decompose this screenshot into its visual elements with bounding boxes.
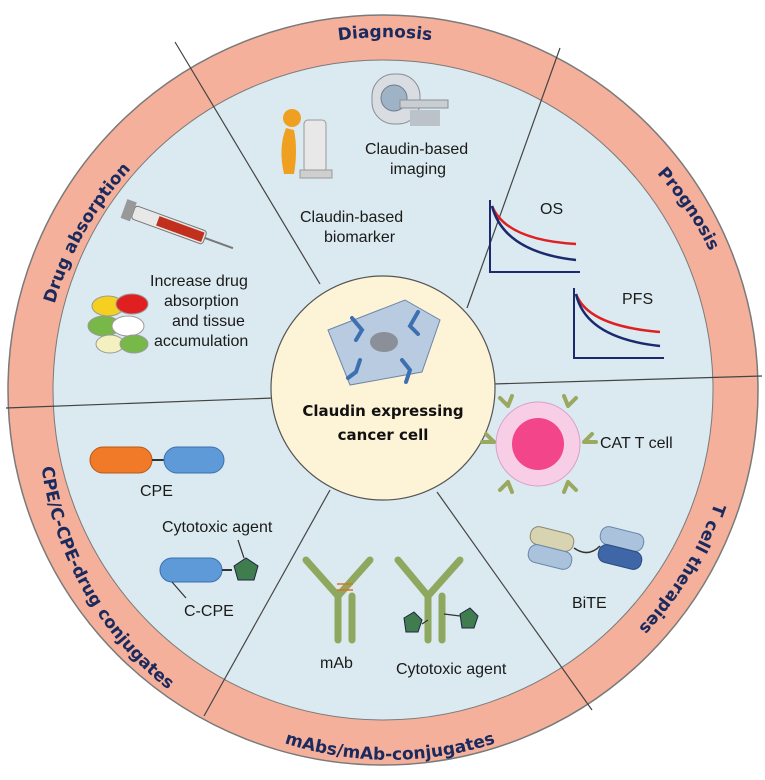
os-curve-chart: [489, 200, 580, 273]
biomarker-label-line2: biomarker: [324, 229, 396, 246]
absorption-label-line4: accumulation: [154, 333, 248, 350]
pills-icon: [87, 293, 149, 354]
center-circle: [270, 275, 496, 501]
mabs-cytotoxic-label: Cytotoxic agent: [396, 661, 507, 678]
mri-scanner-icon: [371, 73, 449, 126]
adc-payload-left-icon: [403, 611, 423, 633]
cat-t-cell-icon: [480, 394, 598, 494]
ring-title-diagnosis: Diagnosis: [337, 22, 434, 45]
adc-payload-right-icon: [459, 607, 479, 629]
watermark: 知乎 @淘药谷: [643, 737, 750, 757]
os-label: OS: [540, 201, 563, 218]
cpe-label: CPE: [140, 483, 173, 500]
imaging-label-line2: imaging: [390, 161, 446, 178]
bite-antibody-icon: [527, 526, 645, 570]
absorption-label-line2: absorption: [164, 293, 239, 310]
biomarker-label-line1: Claudin-based: [300, 209, 403, 226]
mab-hinge-icon: [337, 583, 353, 591]
syringe-icon: [120, 199, 234, 250]
c-cpe-label: C-CPE: [184, 603, 234, 620]
pfs-label: PFS: [622, 291, 653, 308]
cpe-molecule-icon: [89, 446, 225, 474]
adc-antibody-icon: [394, 556, 464, 644]
bite-label: BiTE: [572, 595, 607, 612]
mab-label: mAb: [320, 655, 353, 672]
pfs-curve-chart: [573, 288, 664, 359]
absorption-label-line3: and tissue: [172, 313, 245, 330]
imaging-label-line1: Claudin-based: [365, 141, 468, 158]
absorption-label-line1: Increase drug: [150, 273, 248, 290]
cancer-cell-icon: [327, 299, 441, 386]
cat-t-cell-label: CAT T cell: [600, 435, 673, 452]
cpe-cytotoxic-label: Cytotoxic agent: [162, 519, 273, 536]
sector-dividers: [5, 41, 763, 717]
center-label-line1: Claudin expressing: [302, 402, 463, 420]
c-cpe-molecule-icon: [159, 539, 259, 599]
microscope-researcher-icon: [281, 109, 333, 179]
center-label-line2: cancer cell: [338, 426, 429, 444]
